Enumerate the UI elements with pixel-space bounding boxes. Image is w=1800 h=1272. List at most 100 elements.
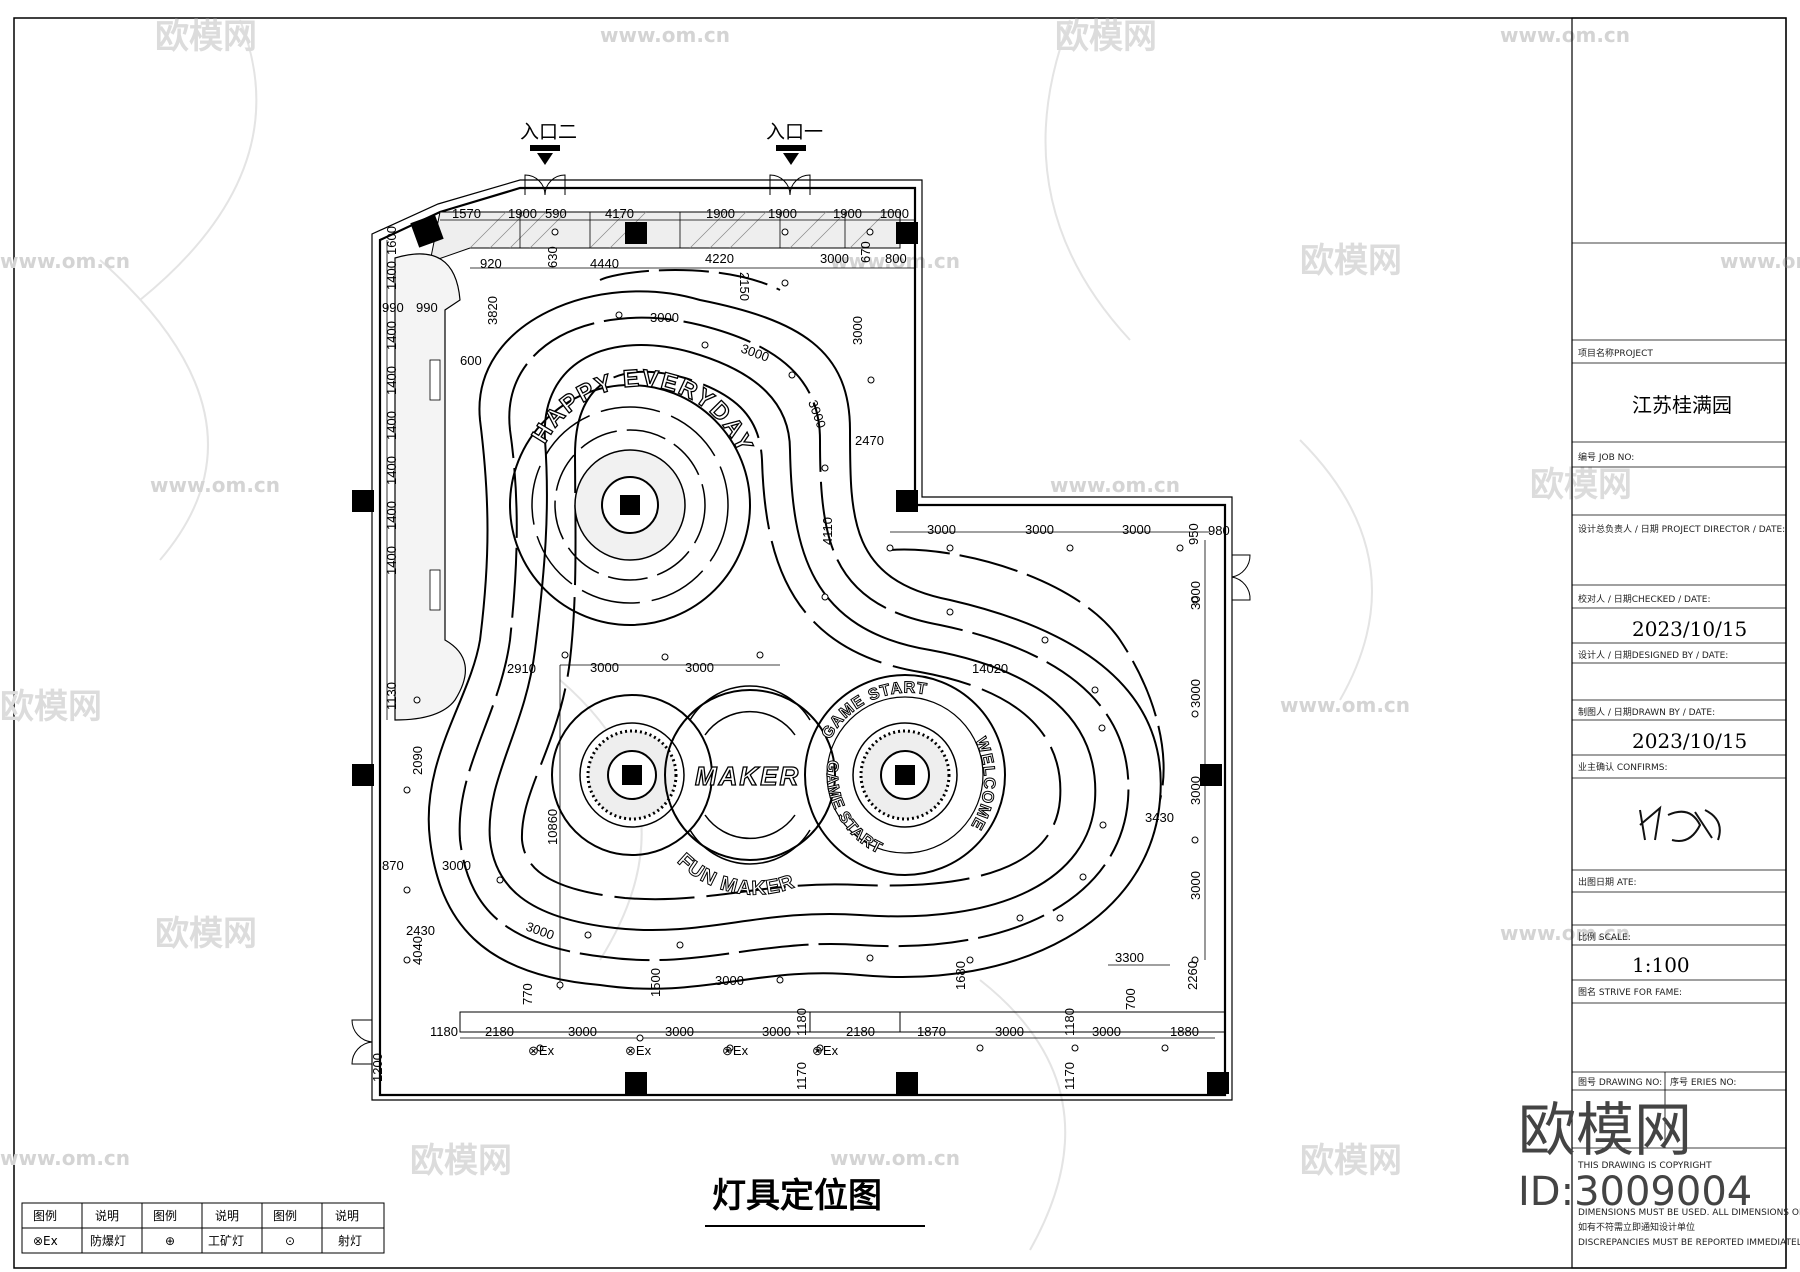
svg-text:3000: 3000 — [442, 858, 471, 873]
legend-desc: 工矿灯 — [208, 1234, 244, 1248]
svg-text:1900: 1900 — [833, 206, 862, 221]
director-label: 设计总负责人 / 日期 PROJECT DIRECTOR / DATE: — [1578, 523, 1785, 535]
brand-id-watermark: ID:3009004 — [1518, 1169, 1752, 1215]
copyright-line: THIS DRAWING IS COPYRIGHT — [1577, 1161, 1712, 1171]
svg-text:10860: 10860 — [545, 809, 560, 845]
svg-text:1900: 1900 — [706, 206, 735, 221]
svg-text:3000: 3000 — [739, 341, 771, 365]
legend-header: 图例 — [33, 1209, 57, 1223]
svg-text:630: 630 — [545, 246, 560, 268]
svg-text:3000: 3000 — [927, 522, 956, 537]
svg-text:1900: 1900 — [508, 206, 537, 221]
svg-text:1900: 1900 — [768, 206, 797, 221]
svg-text:1400: 1400 — [384, 546, 399, 575]
svg-text:1400: 1400 — [384, 501, 399, 530]
watermark-brand: 欧模网 — [0, 687, 102, 727]
svg-text:3000: 3000 — [1092, 1024, 1121, 1039]
svg-text:2090: 2090 — [410, 746, 425, 775]
legend-symbol: ⊙ — [285, 1234, 295, 1248]
svg-text:1170: 1170 — [794, 1062, 809, 1090]
series-label: 序号 ERIES NO: — [1670, 1076, 1736, 1088]
checked-date: 2023/10/15 — [1632, 617, 1747, 641]
drawing-no-label: 图号 DRAWING NO: — [1578, 1077, 1662, 1088]
svg-text:3000: 3000 — [590, 660, 619, 675]
legend-header: 说明 — [95, 1208, 119, 1223]
svg-text:3000: 3000 — [685, 660, 714, 675]
legend-symbol: ⊗Ex — [33, 1234, 58, 1248]
svg-text:1570: 1570 — [452, 206, 481, 221]
svg-text:2260: 2260 — [1185, 961, 1200, 990]
watermark-brand: 欧模网 — [1300, 1141, 1402, 1181]
outer-wall-line — [371, 179, 1233, 1101]
svg-text:990: 990 — [416, 300, 438, 315]
svg-text:1200: 1200 — [370, 1053, 385, 1082]
svg-text:4440: 4440 — [590, 256, 619, 271]
svg-text:3000: 3000 — [820, 251, 849, 266]
svg-text:3000: 3000 — [568, 1024, 597, 1039]
watermark-brand: 欧模网 — [410, 1141, 512, 1181]
legend-header: 图例 — [153, 1209, 177, 1223]
signature-icon — [1639, 805, 1721, 842]
svg-text:1180: 1180 — [430, 1024, 458, 1039]
legend-symbol: ⊕ — [165, 1234, 175, 1248]
watermark-brand: 欧模网 — [155, 914, 257, 954]
floor-plan: 入口二 入口一 HAPPY EVERYDAY — [351, 121, 1251, 1101]
job-label: 编号 JOB NO: — [1578, 451, 1634, 463]
drawn-label: 制图人 / 日期DRAWN BY / DATE: — [1578, 706, 1715, 718]
top-counter — [429, 211, 901, 263]
project-label: 项目名称PROJECT — [1578, 347, 1653, 359]
svg-text:⊗Ex: ⊗Ex — [722, 1043, 749, 1058]
copyright-line: DISCREPANCIES MUST BE REPORTED IMMEDIATE… — [1578, 1238, 1800, 1248]
svg-text:2180: 2180 — [846, 1024, 875, 1039]
watermark-url: www.om.cn — [1500, 23, 1630, 47]
dimension-lines — [386, 219, 1215, 1039]
svg-text:4110: 4110 — [820, 517, 835, 545]
dimension-texts: 1570 1900 590 4170 1900 1900 1900 1000 9… — [370, 206, 1230, 1090]
watermark-brand: 欧模网 — [1300, 241, 1402, 281]
svg-text:2150: 2150 — [737, 272, 752, 301]
svg-text:950: 950 — [1186, 523, 1201, 545]
watermark-url: www.om.cn — [150, 473, 280, 497]
svg-text:1400: 1400 — [384, 321, 399, 350]
legend-header: 说明 — [335, 1208, 359, 1223]
svg-text:2470: 2470 — [855, 433, 884, 448]
svg-text:3000: 3000 — [805, 398, 829, 430]
entrance-1-label: 入口一 — [766, 121, 823, 143]
svg-text:870: 870 — [382, 858, 404, 873]
svg-text:⊗Ex: ⊗Ex — [528, 1043, 555, 1058]
svg-text:4040: 4040 — [410, 936, 425, 965]
svg-text:⊗Ex: ⊗Ex — [812, 1043, 839, 1058]
left-ring — [551, 694, 713, 856]
track-lanes — [427, 269, 1165, 990]
scale-value: 1:100 — [1632, 953, 1690, 977]
svg-text:3000: 3000 — [1188, 581, 1203, 610]
right-ring: GAME START WELCOME GAME START — [804, 674, 1006, 876]
watermark-brand: 欧模网 — [1055, 17, 1157, 57]
svg-text:3000: 3000 — [995, 1024, 1024, 1039]
entrance-2: 入口二 — [520, 121, 577, 165]
svg-text:3000: 3000 — [650, 310, 679, 325]
svg-text:1180: 1180 — [1062, 1008, 1077, 1036]
svg-text:4220: 4220 — [705, 251, 734, 266]
copyright-line: 如有不符需立即通知设计单位 — [1578, 1221, 1695, 1233]
svg-text:800: 800 — [885, 251, 907, 266]
designed-label: 设计人 / 日期DESIGNED BY / DATE: — [1578, 649, 1728, 661]
watermark-brand: 欧模网 — [155, 17, 257, 57]
svg-text:2910: 2910 — [507, 661, 536, 676]
title-block: 项目名称PROJECT 江苏桂满园 编号 JOB NO: 设计总负责人 / 日期… — [1571, 17, 1800, 1269]
welcome-text: WELCOME — [967, 735, 997, 833]
svg-text:3430: 3430 — [1145, 810, 1174, 825]
svg-text:590: 590 — [545, 206, 567, 221]
svg-text:3000: 3000 — [715, 973, 744, 988]
svg-text:920: 920 — [480, 256, 502, 271]
svg-text:1600: 1600 — [384, 226, 399, 255]
svg-text:980: 980 — [1208, 523, 1230, 538]
drawn-date: 2023/10/15 — [1632, 729, 1747, 753]
legend-table: 图例 说明 图例 说明 图例 说明 ⊗Ex 防爆灯 ⊕ 工矿灯 ⊙ 射灯 — [21, 1202, 385, 1254]
watermark-brand: 欧模网 — [1530, 465, 1632, 505]
svg-text:3000: 3000 — [762, 1024, 791, 1039]
svg-text:1000: 1000 — [880, 206, 909, 221]
svg-text:1400: 1400 — [384, 261, 399, 290]
svg-text:3820: 3820 — [485, 296, 500, 325]
watermark-url: www.om.cn — [600, 23, 730, 47]
